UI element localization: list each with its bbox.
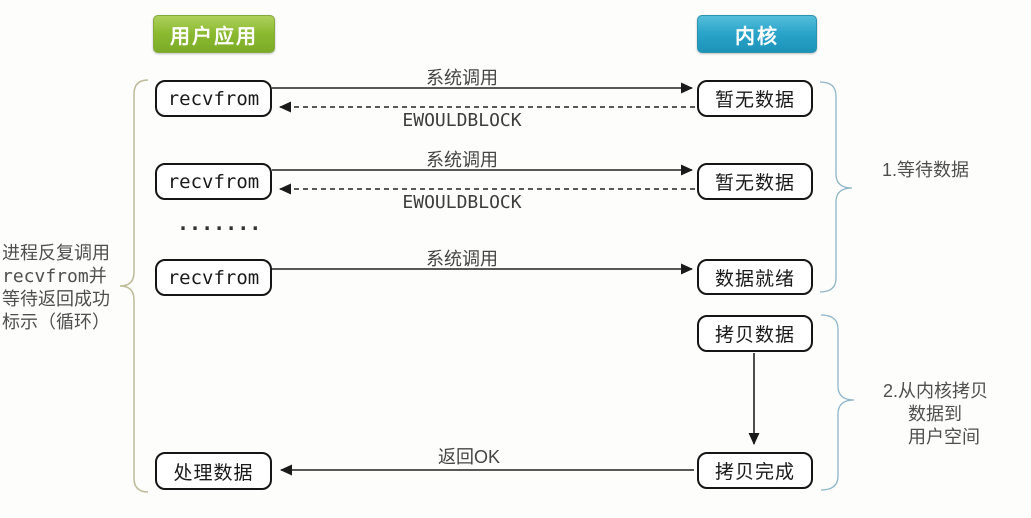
stage2-line: 用户空间 (908, 427, 980, 447)
stage2-annotation: 2.从内核拷贝 数据到 用户空间 (883, 380, 988, 449)
no-data-node-2: 暂无数据 (697, 163, 813, 200)
loop-note: 进程反复调用 recvfrom并 等待返回成功 标示（循环） (2, 242, 110, 334)
stage2-line: 数据到 (908, 404, 962, 424)
ewouldblock-label-2: EWOULDBLOCK (402, 192, 522, 213)
recvfrom-node-3: recvfrom (155, 259, 272, 296)
stage1-annotation: 1.等待数据 (882, 160, 970, 180)
user-app-header: 用户应用 (153, 15, 275, 53)
ewouldblock-label-1: EWOULDBLOCK (402, 110, 522, 131)
loop-note-line: 进程反复调用 (2, 243, 110, 263)
loop-note-line: 标示（循环） (2, 312, 110, 332)
data-ready-node: 数据就绪 (697, 259, 813, 295)
copy-done-node: 拷贝完成 (697, 452, 813, 489)
syscall-label-1: 系统调用 (426, 68, 498, 88)
stage1-brace (819, 81, 853, 293)
syscall-label-2: 系统调用 (426, 150, 498, 170)
loop-note-line: 等待返回成功 (2, 289, 110, 309)
syscall-label-3: 系统调用 (426, 249, 498, 269)
copy-data-node: 拷贝数据 (697, 315, 813, 352)
stage2-line: 2.从内核拷贝 (883, 381, 989, 401)
kernel-header: 内核 (697, 15, 817, 53)
stage2-brace (820, 314, 855, 491)
recvfrom-node-1: recvfrom (155, 80, 272, 117)
recvfrom-node-2: recvfrom (155, 163, 272, 200)
loop-note-line: recvfrom并 (2, 266, 107, 287)
no-data-node-1: 暂无数据 (697, 80, 813, 117)
repeat-ellipsis: ....... (177, 211, 262, 235)
left-loop-brace (119, 79, 149, 493)
return-ok-label: 返回OK (437, 447, 500, 467)
process-data-node: 处理数据 (155, 452, 272, 490)
